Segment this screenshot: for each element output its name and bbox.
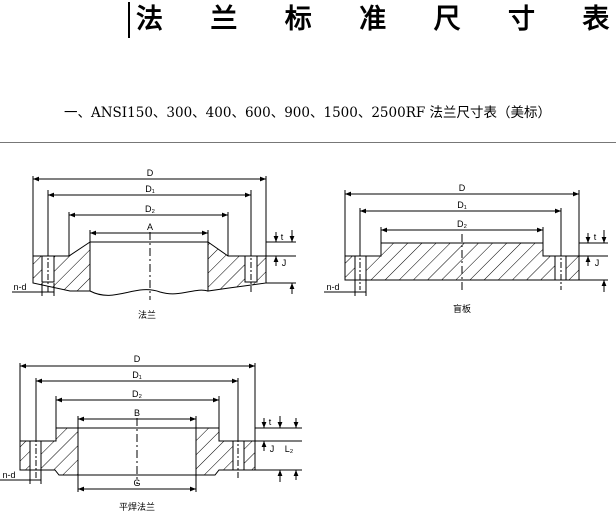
- table-subtitle: 一、ANSI150、300、400、600、900、1500、2500RF 法兰…: [64, 105, 552, 121]
- blind-label-D: D: [459, 183, 466, 193]
- flange-label-D: D: [147, 168, 154, 178]
- slipon-label-J: J: [270, 444, 275, 454]
- flange-label-t: t: [281, 232, 284, 242]
- slipon-right-section: [195, 427, 256, 476]
- flange-figure: [12, 176, 296, 300]
- blind-label-D2: D₂: [457, 219, 467, 229]
- slipon-label-t: t: [269, 417, 272, 427]
- page-title: 法 兰 标 准 尺 寸 表: [128, 2, 616, 38]
- blind-label-nd: n-d: [326, 282, 339, 292]
- flange-label-D2: D₂: [145, 204, 155, 214]
- flange-caption: 法兰: [138, 309, 156, 320]
- flange-label-D1: D₁: [145, 184, 155, 194]
- flange-label-A: A: [147, 222, 153, 232]
- slipon-label-G: G: [133, 478, 140, 488]
- blind-figure: [324, 190, 608, 296]
- slipon-label-L2: L₂: [285, 444, 294, 454]
- blind-label-J: J: [595, 258, 600, 268]
- blind-caption: 盲板: [453, 303, 471, 314]
- slipon-left-section: [19, 427, 79, 476]
- slipon-caption: 平焊法兰: [119, 501, 155, 512]
- slipon-label-D1: D₁: [132, 370, 142, 380]
- flange-label-nd: n-d: [13, 282, 26, 292]
- flange-break-line: [89, 289, 209, 296]
- slipon-label-D2: D₂: [132, 389, 142, 399]
- divider: [0, 142, 616, 143]
- slipon-figure: [0, 363, 302, 492]
- slipon-label-B: B: [134, 408, 140, 418]
- slipon-label-D: D: [134, 354, 141, 364]
- flange-label-J: J: [282, 258, 287, 268]
- blind-label-t: t: [594, 232, 597, 242]
- slipon-label-nd: n-d: [2, 470, 15, 480]
- blind-label-D1: D₁: [457, 200, 467, 210]
